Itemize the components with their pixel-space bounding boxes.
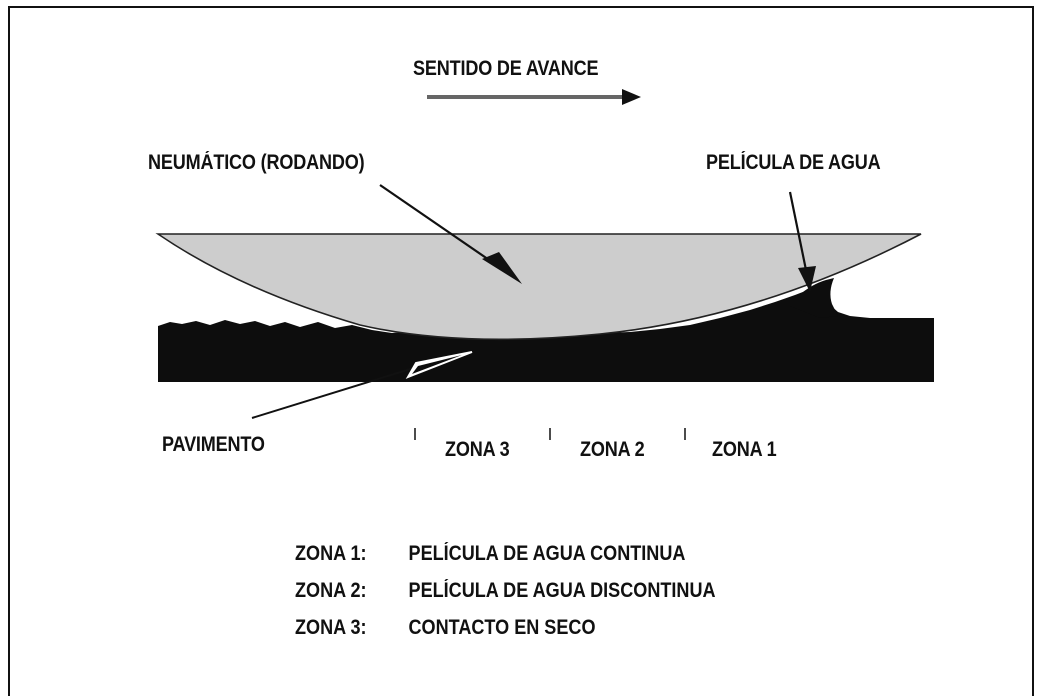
water-film-label: PELÍCULA DE AGUA xyxy=(706,151,881,174)
zone-label-3: ZONA 3 xyxy=(445,438,510,461)
legend-text: CONTACTO EN SECO xyxy=(408,616,596,639)
figure-frame xyxy=(8,6,1034,696)
tire-label: NEUMÁTICO (RODANDO) xyxy=(148,151,365,174)
direction-label: SENTIDO DE AVANCE xyxy=(413,57,599,80)
water-film xyxy=(790,278,838,318)
legend-row-zone-2: ZONA 2: PELÍCULA DE AGUA DISCONTINUA xyxy=(295,579,716,603)
zone-label-2: ZONA 2 xyxy=(580,438,645,461)
direction-arrow xyxy=(427,89,641,105)
legend-row-zone-1: ZONA 1: PELÍCULA DE AGUA CONTINUA xyxy=(295,542,685,566)
legend-key: ZONA 3: xyxy=(295,616,367,639)
pavement-pointer-arrow xyxy=(251,351,473,419)
legend-row-zone-3: ZONA 3: CONTACTO EN SECO xyxy=(295,616,595,640)
pavement-label: PAVIMENTO xyxy=(162,433,265,456)
zone-label-1: ZONA 1 xyxy=(712,438,777,461)
water-film-pointer-arrow xyxy=(788,191,816,292)
tire-pointer-arrow xyxy=(379,184,522,284)
legend-text: PELÍCULA DE AGUA DISCONTINUA xyxy=(408,579,716,602)
legend-text: PELÍCULA DE AGUA CONTINUA xyxy=(408,542,686,565)
tire xyxy=(155,233,922,341)
legend-key: ZONA 2: xyxy=(295,579,367,602)
legend-key: ZONA 1: xyxy=(295,542,367,565)
